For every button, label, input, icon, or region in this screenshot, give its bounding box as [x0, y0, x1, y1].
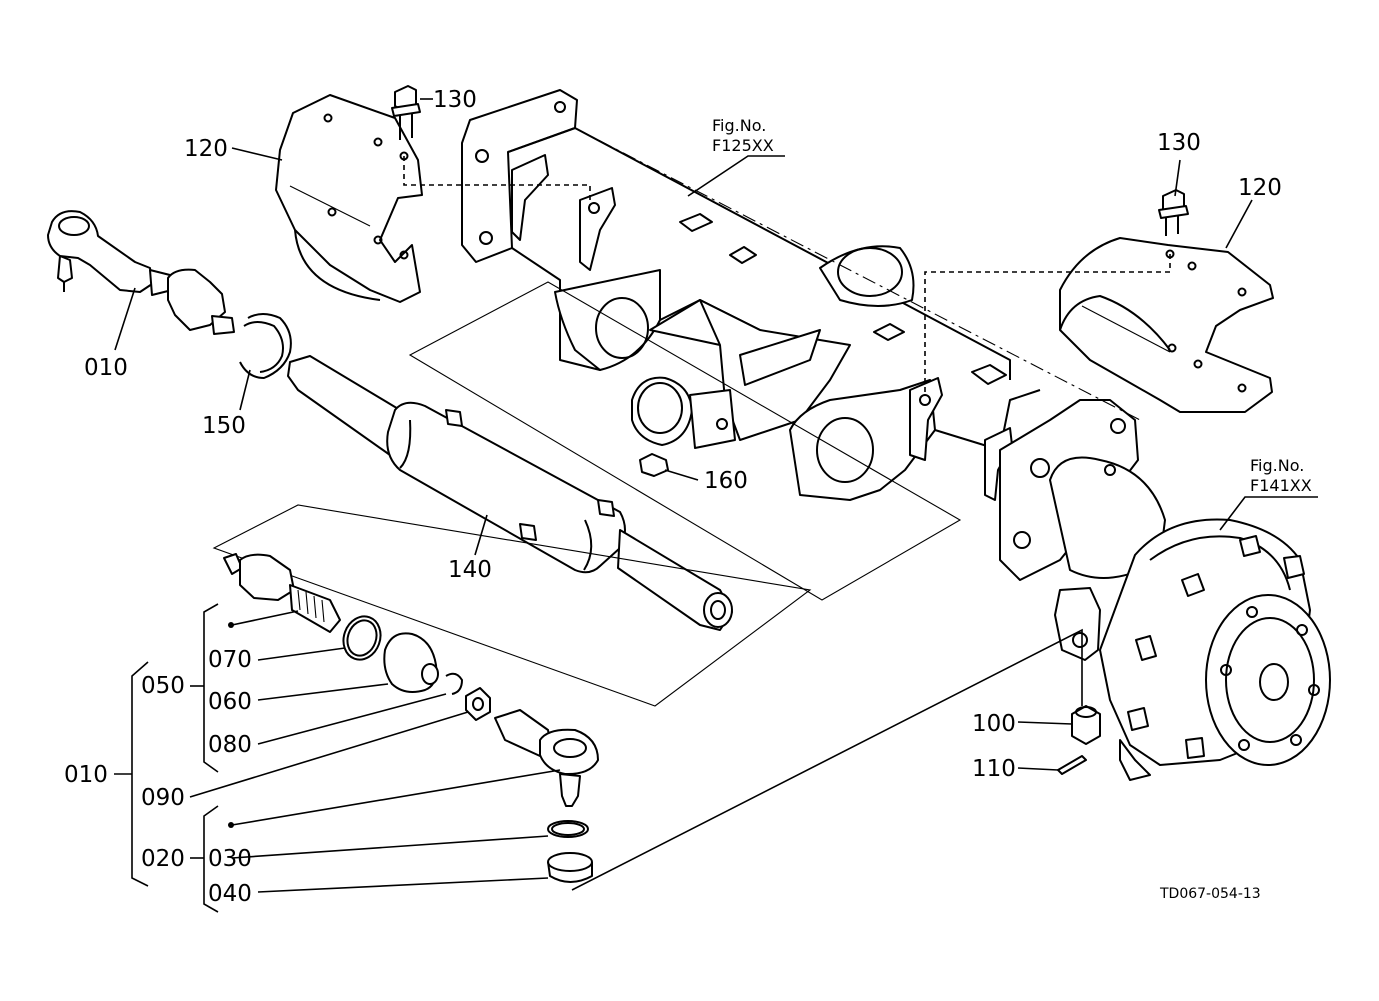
bolt-130-right	[1158, 189, 1189, 236]
label-110: 110	[972, 756, 1016, 782]
label-030: 030	[208, 846, 252, 872]
label-060: 060	[208, 689, 252, 715]
castle-nut-100	[1071, 705, 1101, 745]
fig-ref-f141-line1: Fig.No.	[1250, 456, 1304, 475]
label-080: 080	[208, 732, 252, 758]
final-drive-hub	[1054, 518, 1331, 781]
label-120-left: 120	[184, 136, 228, 162]
label-130-left: 130	[433, 87, 477, 113]
label-140: 140	[448, 557, 492, 583]
bleeder-160	[639, 453, 669, 477]
tie-rod-assembly-lower	[223, 553, 599, 883]
fig-ref-f125-line1: Fig.No.	[712, 116, 766, 135]
label-010-top: 010	[84, 355, 128, 381]
label-160: 160	[704, 468, 748, 494]
cotter-pin-110	[1057, 755, 1087, 775]
tie-rod-end-010-top	[47, 210, 235, 335]
bullet-dot-020	[228, 822, 234, 828]
callout-labels: 130 120 130 120 010 150 160 140 070 050 …	[64, 87, 1312, 907]
shield-right-120	[1059, 237, 1274, 413]
label-010-bottom: 010	[64, 762, 108, 788]
fig-ref-f125-line2: F125XX	[712, 136, 774, 155]
label-040: 040	[208, 881, 252, 907]
fig-ref-f141-line2: F141XX	[1250, 476, 1312, 495]
axle-housing	[461, 89, 1166, 581]
label-090: 090	[141, 785, 185, 811]
leader-lines	[114, 98, 1318, 913]
bolt-130-left	[391, 85, 421, 140]
label-050: 050	[141, 673, 185, 699]
steering-cylinder-140	[287, 355, 733, 631]
bullet-dot-050	[228, 622, 234, 628]
label-020: 020	[141, 846, 185, 872]
label-120-right: 120	[1238, 175, 1282, 201]
label-130-right: 130	[1157, 130, 1201, 156]
shield-left-120	[275, 94, 423, 303]
label-070: 070	[208, 647, 252, 673]
snap-ring-150	[239, 313, 292, 379]
drawing-code: TD067-054-13	[1159, 886, 1261, 902]
label-100: 100	[972, 711, 1016, 737]
label-150: 150	[202, 413, 246, 439]
